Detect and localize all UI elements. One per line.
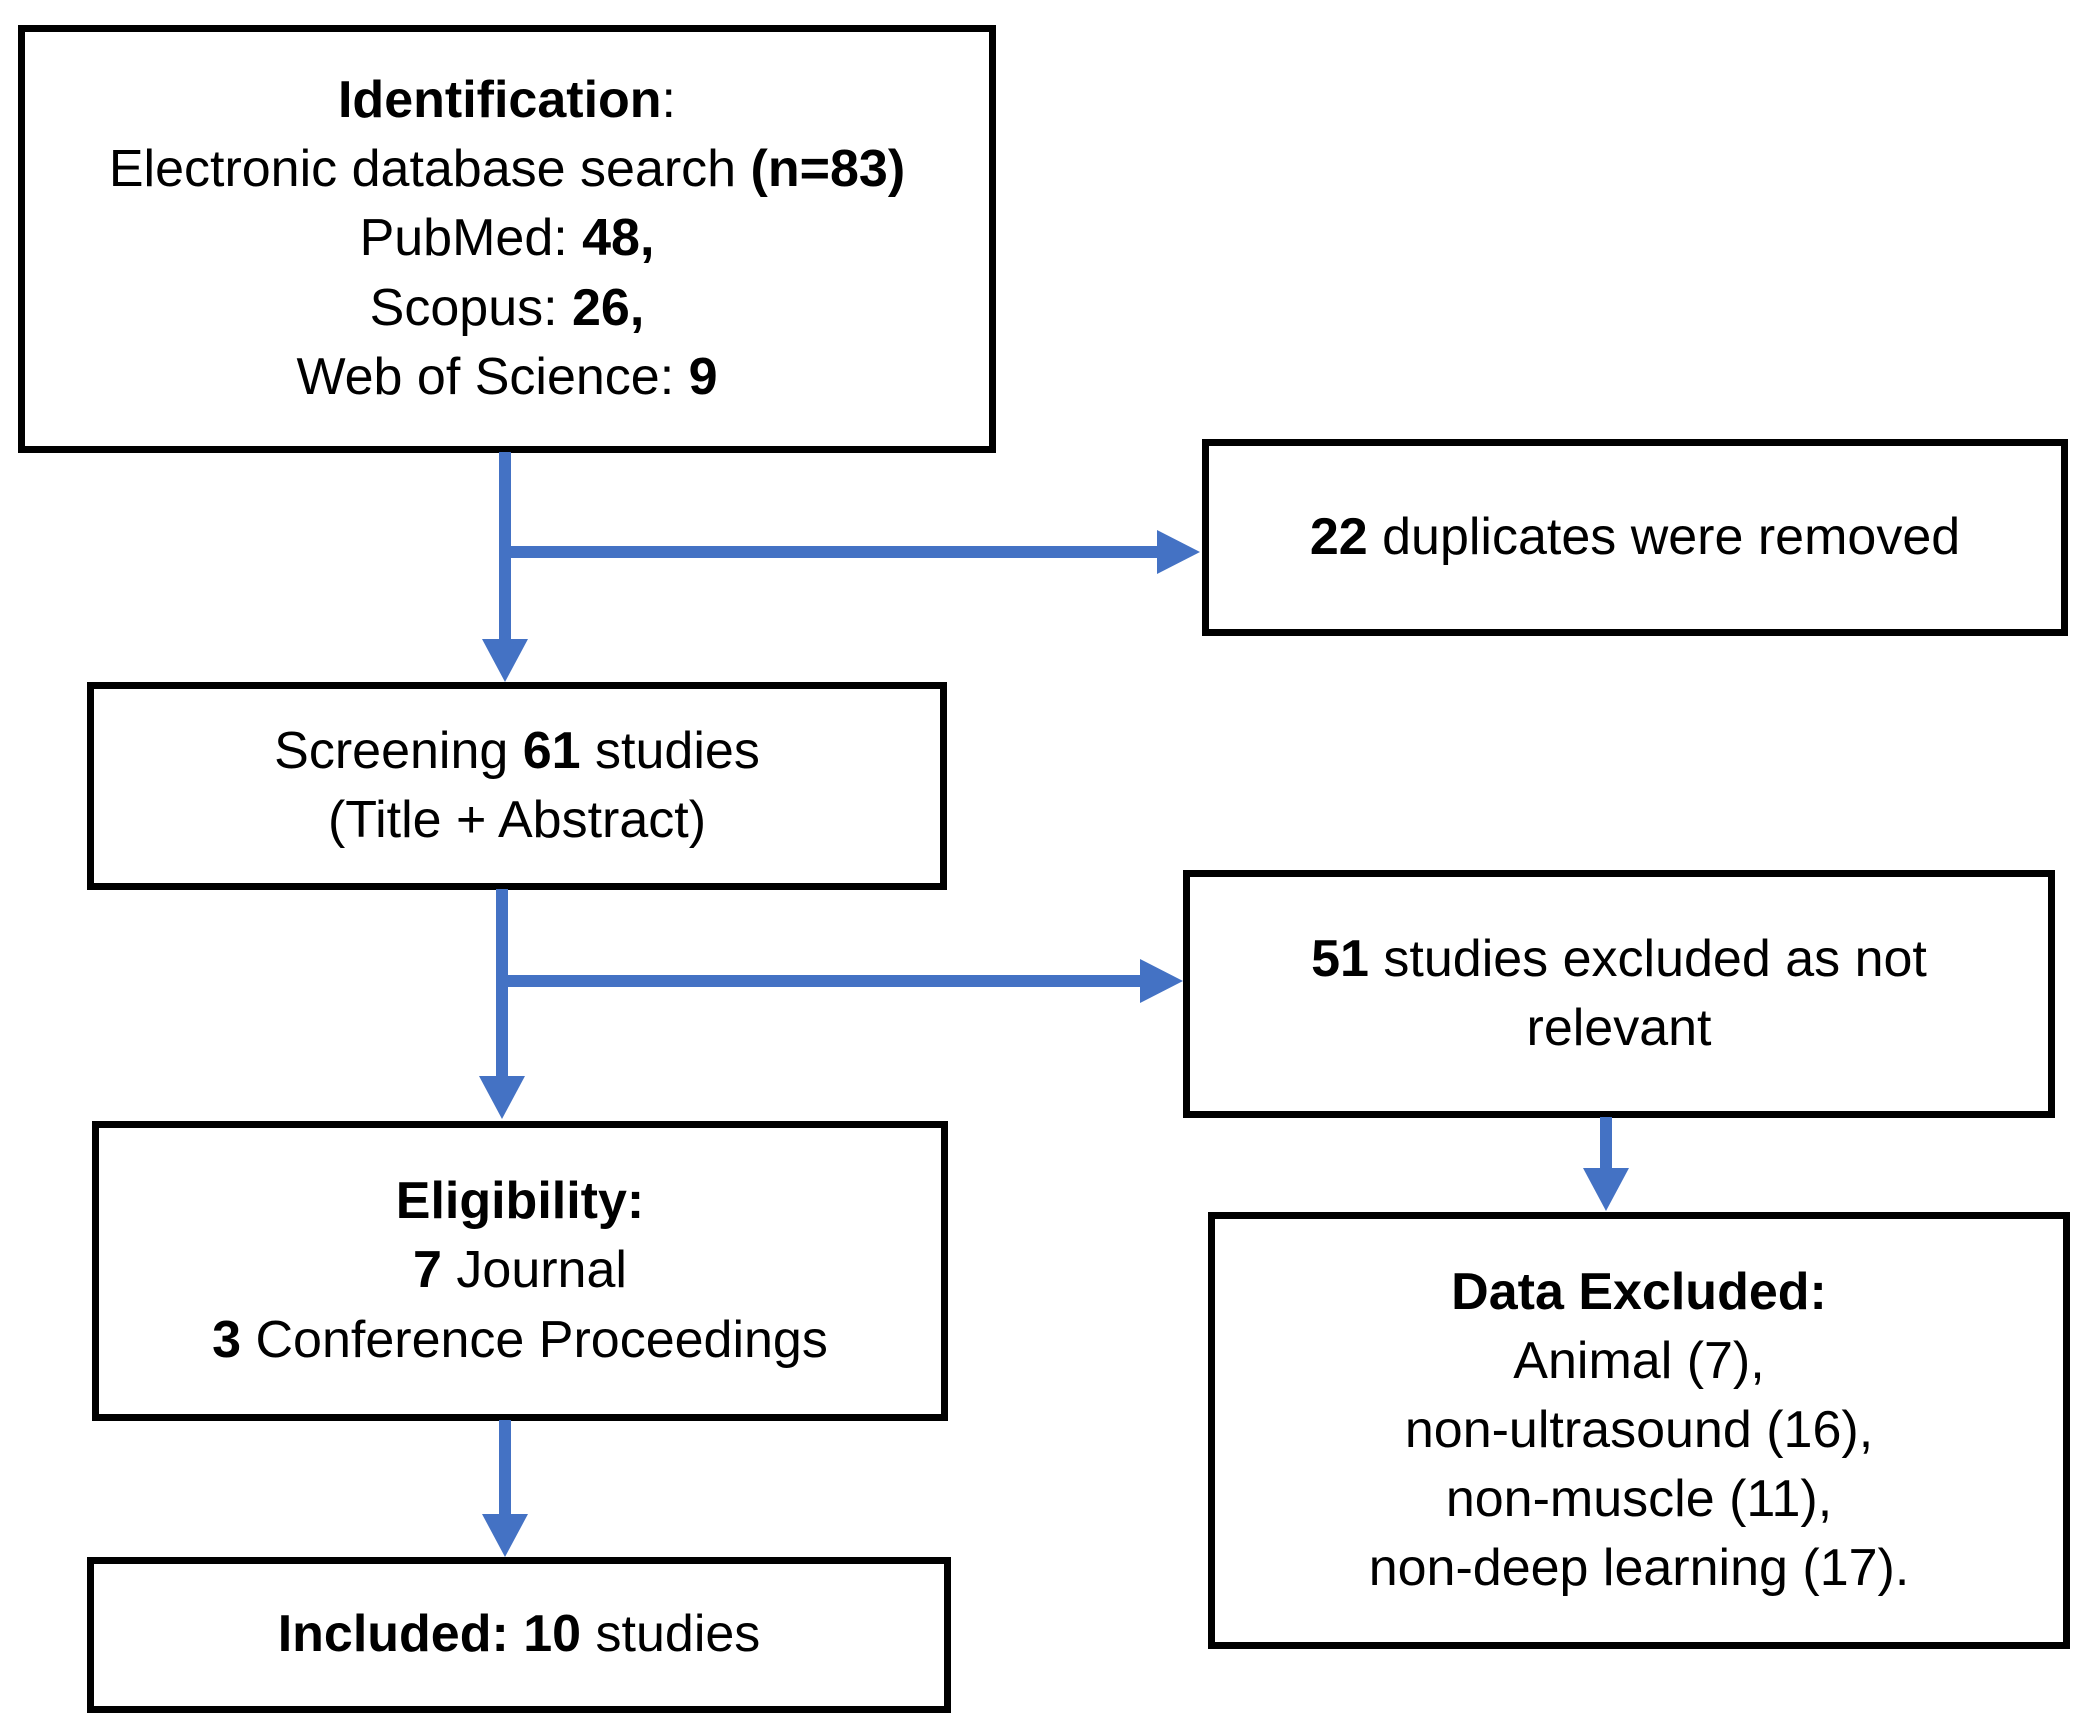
duplicates-count: 22 — [1309, 507, 1368, 566]
data-excluded-box: Data Excluded: Animal (7), non-ultrasoun… — [1208, 1212, 2070, 1649]
arrowhead-down-icon — [1583, 1168, 1629, 1211]
identification-box: Identification: Electronic database sear… — [18, 25, 996, 453]
screening-line1: Screening 61 studies — [274, 717, 760, 786]
duplicates-text: duplicates were removed — [1367, 507, 1961, 566]
identification-heading-colon: : — [661, 71, 676, 130]
arrow-eligibility-to-included — [499, 1420, 511, 1516]
data-excluded-item-non-muscle: non-muscle (11), — [1445, 1470, 1833, 1529]
data-excluded-item-non-ultrasound: non-ultrasound (16), — [1404, 1400, 1874, 1459]
screening-count: 61 — [522, 721, 581, 780]
arrowhead-down-icon — [482, 1514, 528, 1557]
screening-text-pre: Screening — [274, 721, 523, 780]
data-excluded-heading: Data Excluded: — [1451, 1258, 1827, 1327]
eligibility-box: Eligibility: 7 Journal 3 Conference Proc… — [92, 1121, 948, 1421]
eligibility-conference-line: 3 Conference Proceedings — [212, 1306, 828, 1375]
arrow-screening-to-excluded — [502, 975, 1141, 987]
arrowhead-down-icon — [479, 1076, 525, 1119]
identification-heading-bold: Identification — [337, 71, 662, 130]
search-text: Electronic database search — [108, 140, 751, 199]
wos-label: Web of Science: — [296, 347, 689, 406]
excluded-line1: 51 studies excluded as not — [1311, 925, 1927, 994]
conference-label: Conference Proceedings — [241, 1310, 828, 1369]
arrowhead-right-icon — [1157, 530, 1200, 574]
arrowhead-right-icon — [1140, 959, 1183, 1003]
arrowhead-down-icon — [482, 639, 528, 682]
eligibility-journal-line: 7 Journal — [413, 1236, 627, 1305]
wos-count: 9 — [688, 347, 718, 406]
data-excluded-item-non-deep-learning: non-deep learning (17). — [1368, 1539, 1910, 1598]
arrow-identification-to-duplicates — [505, 546, 1157, 558]
arrow-excluded-to-data-excluded — [1600, 1117, 1612, 1170]
data-excluded-item-animal: Animal (7), — [1513, 1331, 1765, 1390]
duplicates-removed-line: 22 duplicates were removed — [1310, 503, 1960, 572]
included-line: Included: 10 studies — [278, 1600, 761, 1669]
search-count: (n=83) — [750, 140, 906, 199]
conference-count: 3 — [212, 1310, 242, 1369]
included-bold: Included: 10 — [277, 1605, 582, 1664]
eligibility-heading: Eligibility: — [396, 1167, 644, 1236]
included-box: Included: 10 studies — [87, 1557, 951, 1713]
screening-box: Screening 61 studies (Title + Abstract) — [87, 682, 947, 890]
pubmed-label: PubMed: — [359, 209, 583, 268]
excluded-text-line1: studies excluded as not — [1368, 929, 1927, 988]
scopus-count: 26, — [572, 278, 645, 337]
eligibility-heading-bold: Eligibility: — [395, 1172, 645, 1231]
data-excluded-heading-bold: Data Excluded: — [1451, 1262, 1827, 1321]
scopus-label: Scopus: — [369, 278, 573, 337]
included-text: studies — [581, 1605, 761, 1664]
screening-line2: (Title + Abstract) — [327, 791, 707, 849]
excluded-line2: relevant — [1526, 999, 1712, 1057]
identification-wos-line: Web of Science: 9 — [296, 343, 717, 412]
excluded-count: 51 — [1311, 929, 1369, 988]
identification-heading: Identification: — [338, 66, 676, 135]
excluded-not-relevant-box: 51 studies excluded as not relevant — [1183, 870, 2055, 1118]
identification-pubmed-line: PubMed: 48, — [360, 204, 655, 273]
journal-count: 7 — [413, 1241, 442, 1300]
screening-text-post: studies — [580, 721, 760, 780]
journal-label: Journal — [441, 1241, 627, 1300]
identification-search-line: Electronic database search (n=83) — [109, 135, 905, 204]
identification-scopus-line: Scopus: 26, — [370, 274, 645, 343]
duplicates-removed-box: 22 duplicates were removed — [1202, 439, 2068, 636]
pubmed-count: 48, — [582, 209, 655, 268]
